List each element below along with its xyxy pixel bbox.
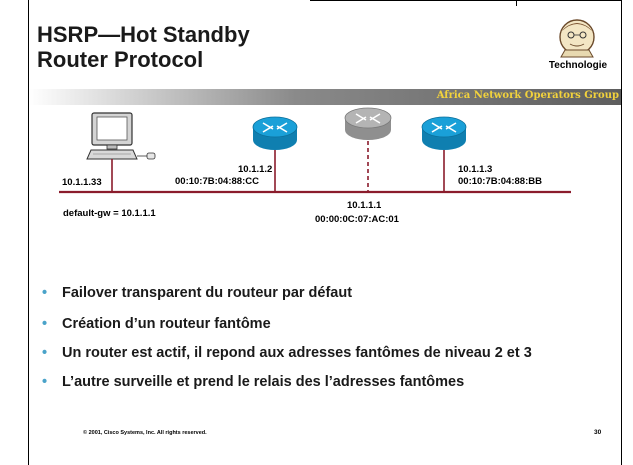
page-number: 30 <box>594 429 602 436</box>
bullet-text: Création d’un routeur fantôme <box>62 316 271 332</box>
technologie-label: Technologie <box>548 60 608 71</box>
virtual-ip-label: 10.1.1.1 <box>347 200 382 211</box>
virtual-router-icon <box>344 107 392 140</box>
bullet-text: Failover transparent du routeur par défa… <box>62 285 353 301</box>
right-border <box>621 0 622 465</box>
router-right-mac-label: 00:10:7B:04:88:BB <box>458 176 542 187</box>
router-left-icon <box>252 116 298 150</box>
bullet-item: • Failover transparent du routeur par déf… <box>36 284 621 303</box>
technologie-badge-icon <box>559 19 595 58</box>
bullet-text: Un router est actif, il repond aux adres… <box>62 345 532 361</box>
host-ip-label: 10.1.1.33 <box>62 177 102 188</box>
title-line-2: Router Protocol <box>37 47 204 72</box>
slide-title: HSRP—Hot Standby Router Protocol <box>37 22 250 72</box>
router-left-ip-label: 10.1.1.2 <box>238 164 272 175</box>
bullet-marker: • <box>42 374 48 390</box>
bullet-marker: • <box>42 316 48 332</box>
bullet-marker: • <box>42 285 48 301</box>
top-tick <box>516 0 517 6</box>
virtual-mac-label: 00:00:0C:07:AC:01 <box>315 214 400 225</box>
router-left-mac-label: 00:10:7B:04:88:CC <box>175 176 259 187</box>
footer-copyright: © 2001, Cisco Systems, Inc. All rights r… <box>83 430 207 436</box>
title-line-1: HSRP—Hot Standby <box>37 22 250 47</box>
hsrp-network-diagram: 10.1.1.33 default-gw = 10.1.1.1 10.1.1.2… <box>59 107 571 225</box>
bullet-marker: • <box>42 345 48 361</box>
workstation-icon <box>86 112 156 160</box>
header-band: Africa Network Operators Group <box>29 89 621 105</box>
left-border <box>28 0 29 465</box>
top-rule <box>310 0 622 1</box>
gateway-label: default-gw = 10.1.1.1 <box>63 208 156 219</box>
bullet-list: • Failover transparent du routeur par déf… <box>36 278 621 392</box>
bullet-item: • Un router est actif, il repond aux adre… <box>36 344 621 363</box>
router-right-ip-label: 10.1.1.3 <box>458 164 492 175</box>
router-right-icon <box>421 116 467 150</box>
bullet-item: • Création d’un routeur fantôme <box>36 315 621 334</box>
bullet-text: L’autre surveille et prend le relais des… <box>62 374 465 390</box>
band-organization-text: Africa Network Operators Group <box>436 90 619 101</box>
bullet-item: • L’autre surveille et prend le relais de… <box>36 373 621 392</box>
